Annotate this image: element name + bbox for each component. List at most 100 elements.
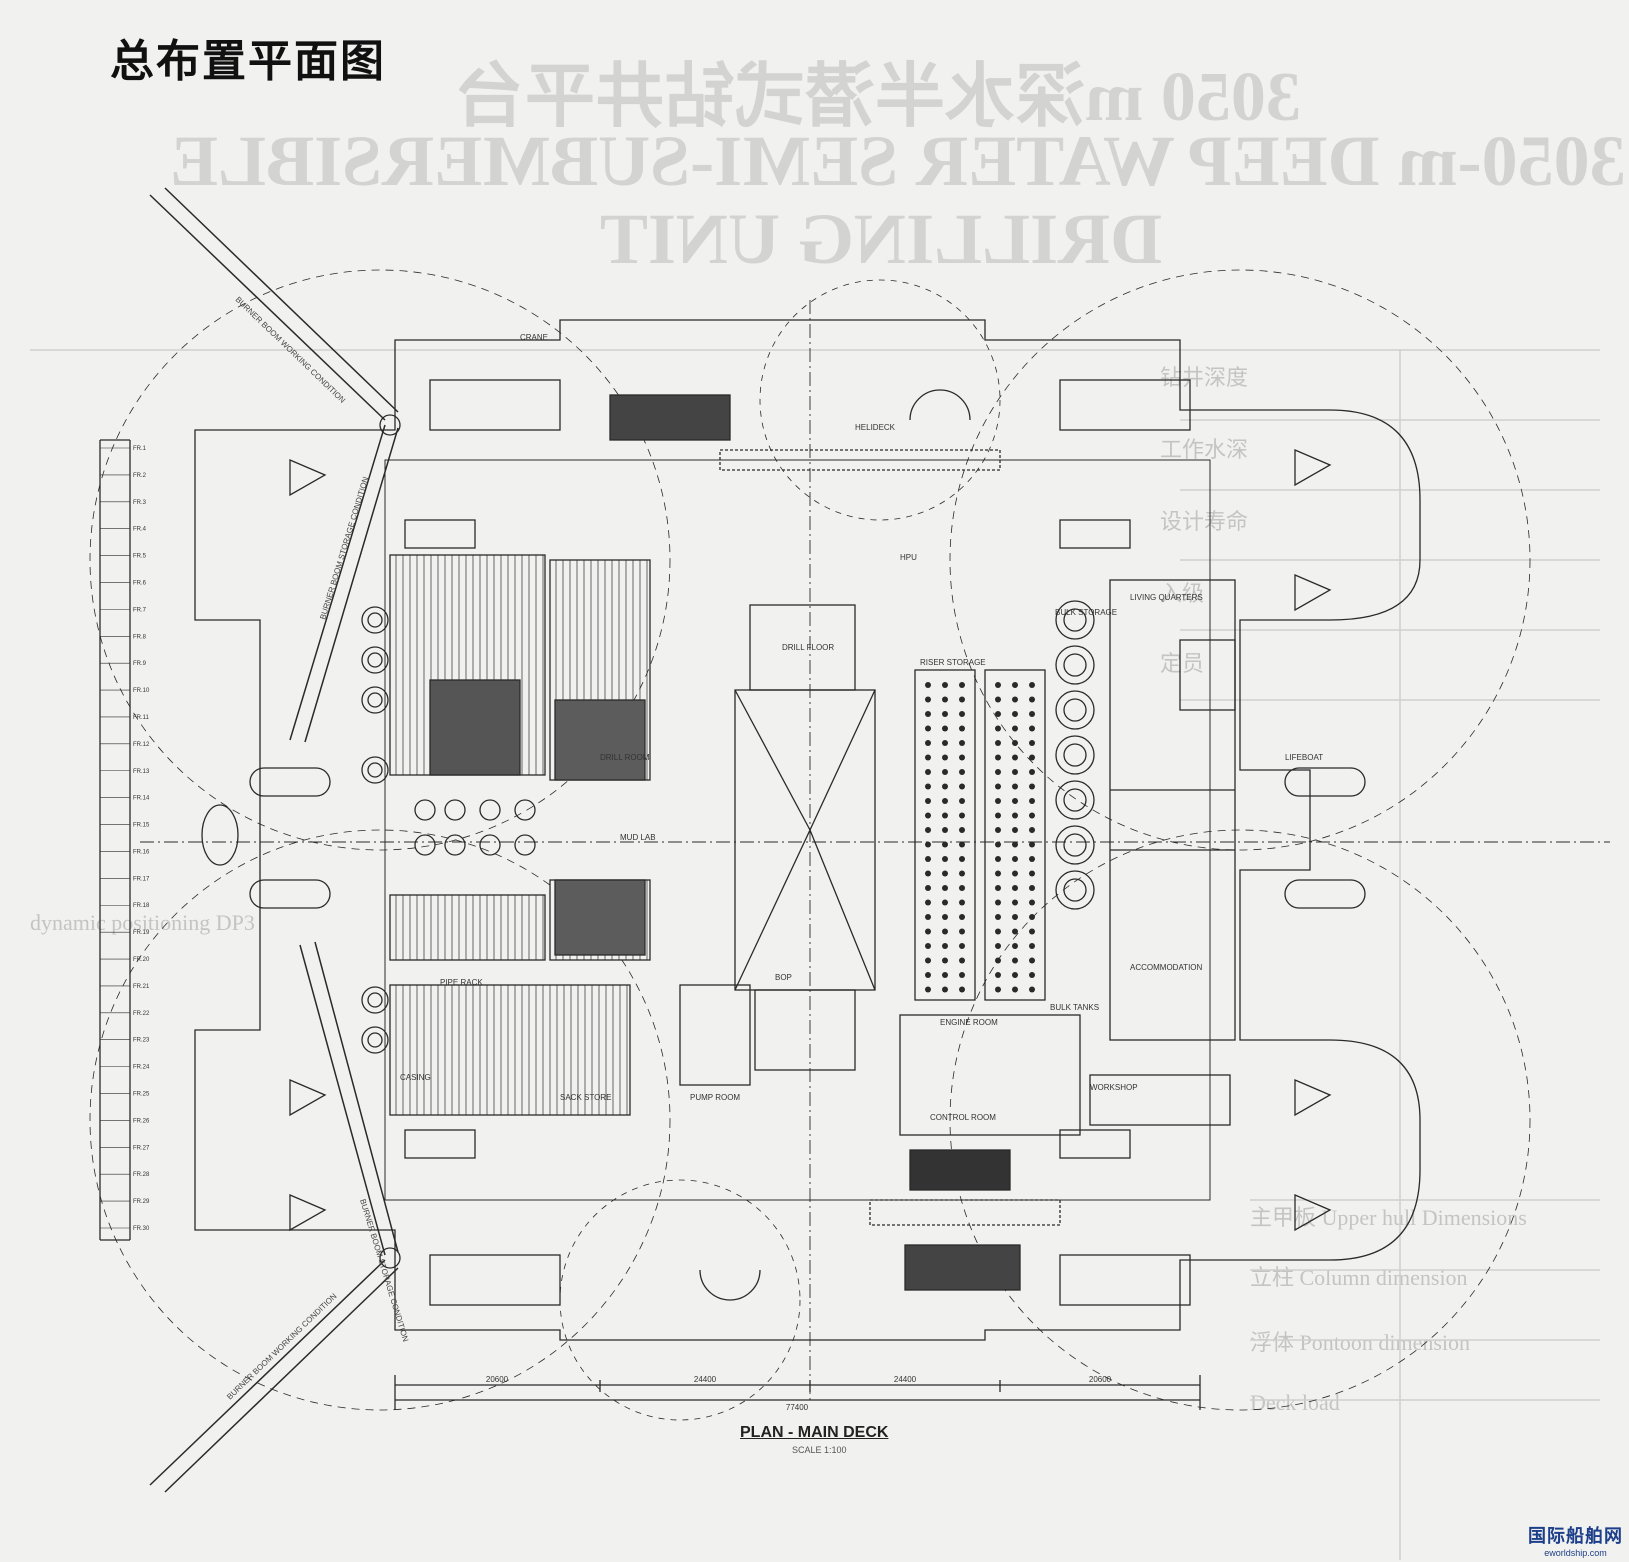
riser-dot: [1029, 972, 1035, 978]
riser-dot: [995, 870, 1001, 877]
riser-dot: [959, 798, 965, 804]
riser-dot: [942, 754, 948, 761]
riser-dot: [1029, 798, 1035, 804]
area-label: ACCOMMODATION: [1130, 963, 1203, 972]
riser-dot: [942, 783, 948, 790]
tank-inner: [367, 652, 383, 668]
riser-dot: [1029, 682, 1035, 688]
frame-label: FR.21: [133, 984, 150, 990]
frame-label: FR.4: [133, 527, 147, 533]
riser-dot: [925, 885, 931, 891]
riser-dot: [1012, 928, 1018, 935]
riser-dot: [925, 827, 931, 833]
tank: [444, 834, 466, 856]
silo-inner: [1063, 698, 1087, 722]
riser-dot: [1012, 740, 1018, 746]
area-label: LIFEBOAT: [1285, 753, 1323, 762]
dimension-label: 20600: [1089, 1375, 1112, 1384]
area-label: CRANE: [520, 333, 548, 342]
riser-dot: [1012, 943, 1018, 949]
riser-dot: [1012, 957, 1018, 964]
riser-dot: [959, 754, 965, 761]
silo: [1055, 780, 1095, 820]
riser-dot: [942, 740, 948, 746]
frame-label: FR.18: [133, 903, 150, 909]
frame-label: FR.29: [133, 1199, 150, 1205]
riser-dot: [1012, 841, 1018, 848]
riser-dot: [942, 986, 948, 993]
frame-label: FR.30: [133, 1226, 150, 1232]
riser-dot: [959, 725, 965, 732]
riser-dot: [1029, 812, 1035, 819]
riser-dot: [942, 885, 948, 891]
boom-label: BURNER BOOM WORKING CONDITION: [225, 1291, 339, 1401]
area-label: WORKSHOP: [1090, 1083, 1138, 1092]
riser-dot: [1029, 711, 1035, 717]
tank: [479, 799, 501, 821]
area-label: HPU: [900, 553, 917, 562]
riser-dot: [995, 986, 1001, 993]
riser-dot: [959, 783, 965, 790]
silo: [1055, 825, 1095, 865]
riser-dot: [925, 856, 931, 862]
riser-dot: [942, 769, 948, 775]
riser-dot: [942, 682, 948, 688]
area-label: LIVING QUARTERS: [1130, 593, 1203, 602]
area-label: BOP: [775, 973, 792, 982]
riser-dot: [925, 986, 931, 993]
riser-dot: [959, 740, 965, 746]
watermark-cn: 国际船舶网: [1528, 1526, 1623, 1547]
riser-dot: [995, 696, 1001, 703]
frame-label: FR.28: [133, 1172, 150, 1178]
riser-dot: [1012, 885, 1018, 891]
frame-label: FR.22: [133, 1011, 150, 1017]
riser-dot: [1012, 856, 1018, 862]
ghost-cell: 入级: [1160, 581, 1205, 606]
riser-dot: [925, 783, 931, 790]
riser-dot: [995, 943, 1001, 949]
riser-dot: [1012, 899, 1018, 906]
silo: [1055, 735, 1095, 775]
silo-inner: [1063, 788, 1087, 812]
riser-dot: [959, 682, 965, 688]
ghost-cell: Deck load: [1250, 1390, 1340, 1415]
tank-inner: [367, 762, 383, 778]
dimension-label: 24400: [894, 1375, 917, 1384]
area-label: PIPE RACK: [440, 978, 483, 987]
frame-label: FR.5: [133, 554, 147, 560]
riser-dot: [942, 899, 948, 906]
riser-dot: [1029, 725, 1035, 732]
dimension-label: 20600: [486, 1375, 509, 1384]
frame-label: FR.20: [133, 957, 150, 963]
tank: [414, 834, 436, 856]
riser-dot: [1029, 783, 1035, 790]
watermark: 国际船舶网 eworldship.com: [1528, 1522, 1623, 1558]
riser-dot: [925, 812, 931, 819]
frame-label: FR.12: [133, 742, 150, 748]
area-label: BULK STORAGE: [1055, 608, 1117, 617]
riser-dot: [1012, 827, 1018, 833]
riser-dot: [995, 754, 1001, 761]
riser-dot: [925, 899, 931, 906]
silo-inner: [1063, 653, 1087, 677]
silo: [1055, 600, 1095, 640]
riser-dot: [995, 682, 1001, 688]
riser-dot: [1012, 798, 1018, 804]
area-label: MUD LAB: [620, 833, 656, 842]
frame-label: FR.25: [133, 1092, 150, 1098]
riser-dot: [942, 711, 948, 717]
dimension-label: 77400: [786, 1403, 809, 1412]
riser-dot: [1029, 943, 1035, 949]
frame-label: FR.8: [133, 634, 147, 640]
riser-dot: [1012, 696, 1018, 703]
frame-label: FR.19: [133, 930, 150, 936]
riser-dot: [1012, 870, 1018, 877]
riser-dot: [1029, 986, 1035, 993]
riser-dot: [995, 957, 1001, 964]
riser-dot: [1012, 812, 1018, 819]
frame-label: FR.15: [133, 823, 150, 829]
riser-dot: [1012, 986, 1018, 993]
ghost-cell: 设计寿命: [1160, 509, 1249, 534]
tank: [479, 834, 501, 856]
riser-dot: [1029, 856, 1035, 862]
